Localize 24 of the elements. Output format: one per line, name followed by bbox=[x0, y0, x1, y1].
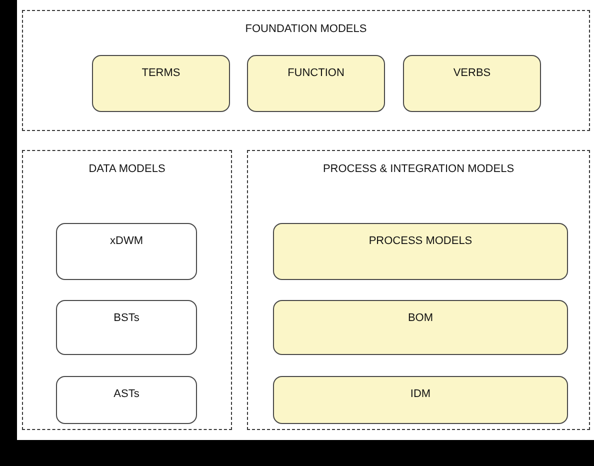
group-title: FOUNDATION MODELS bbox=[244, 23, 368, 36]
model-box bbox=[56, 223, 197, 280]
model-box bbox=[273, 376, 568, 424]
model-box bbox=[56, 376, 197, 424]
model-box bbox=[92, 55, 230, 112]
model-box bbox=[273, 300, 568, 355]
model-box bbox=[273, 223, 568, 280]
box-label: FUNCTION bbox=[286, 67, 346, 80]
model-box bbox=[56, 300, 197, 355]
group-panel bbox=[22, 10, 590, 131]
box-label: BOM bbox=[406, 312, 434, 325]
group-title: DATA MODELS bbox=[88, 163, 166, 176]
box-label: xDWM bbox=[109, 235, 144, 248]
box-label: VERBS bbox=[452, 67, 492, 80]
model-box bbox=[403, 55, 541, 112]
box-label: PROCESS MODELS bbox=[368, 235, 474, 248]
group-title: PROCESS & INTEGRATION MODELS bbox=[322, 163, 516, 176]
box-label: BSTs bbox=[112, 312, 140, 325]
model-box bbox=[247, 55, 385, 112]
box-label: ASTs bbox=[112, 388, 140, 401]
box-label: TERMS bbox=[140, 67, 182, 80]
group-panel bbox=[22, 150, 232, 430]
group-panel bbox=[247, 150, 590, 430]
box-label: IDM bbox=[409, 388, 432, 401]
